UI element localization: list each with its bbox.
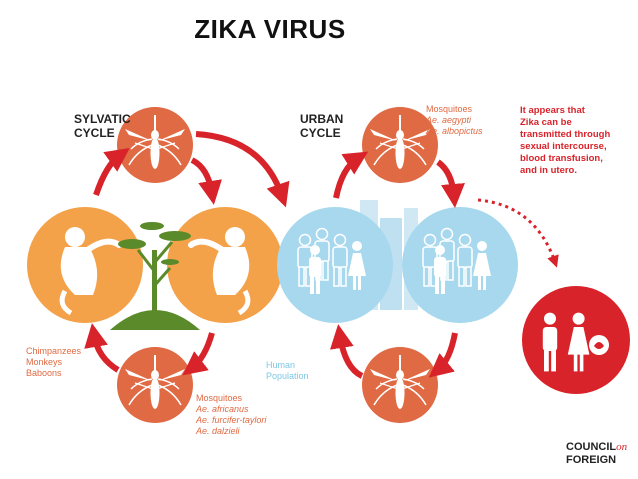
- sylvatic-species-1: Ae. africanus: [196, 404, 249, 414]
- primate-hosts-label: Chimpanzees Monkeys Baboons: [26, 346, 81, 379]
- brand-line1: COUNCIL: [566, 441, 617, 453]
- note-line: transmitted through: [520, 129, 611, 140]
- population-line2: Population: [266, 371, 309, 381]
- host-item: Chimpanzees: [26, 346, 82, 356]
- host-item: Baboons: [26, 368, 62, 378]
- urban-cycle-heading: URBAN CYCLE: [300, 112, 343, 140]
- brand-on: on: [616, 441, 628, 453]
- sylvatic-mosquito-label: Mosquitoes Ae. africanus Ae. furcifer-ta…: [196, 393, 266, 437]
- population-line1: Human: [266, 360, 296, 370]
- note-line: and in utero.: [520, 165, 577, 176]
- pregnant-woman-icon: [542, 312, 609, 372]
- host-item: Monkeys: [26, 357, 63, 367]
- urban-heading-line1: URBAN: [300, 112, 344, 126]
- sylvatic-cycle-heading: SYLVATIC CYCLE: [74, 112, 131, 140]
- sexual-transmission-note: It appears that Zika can be transmitted …: [520, 105, 610, 177]
- acacia-tree-icon: [110, 222, 200, 330]
- monkey-icon: [59, 227, 122, 316]
- brand-line2: FOREIGN: [566, 454, 617, 466]
- urban-mosquito-heading: Mosquitoes: [426, 104, 473, 114]
- note-line: Zika can be: [520, 117, 572, 128]
- note-line: blood transfusion,: [520, 153, 603, 164]
- sylvatic-heading-line2: CYCLE: [74, 126, 115, 140]
- sylvatic-mosquito-heading: Mosquitoes: [196, 393, 243, 403]
- note-line: It appears that: [520, 105, 585, 116]
- urban-species-1: Ae. aegypti: [426, 115, 472, 125]
- human-population-label: Human Population: [266, 360, 309, 382]
- monkey-icon: [188, 227, 251, 316]
- urban-species-2: Ae. albopictus: [426, 126, 483, 136]
- note-line: sexual intercourse,: [520, 141, 607, 152]
- page-title: ZIKA VIRUS: [194, 14, 346, 44]
- council-foreign-logo: COUNCILon FOREIGN: [566, 441, 627, 467]
- sylvatic-heading-line1: SYLVATIC: [74, 112, 131, 126]
- urban-heading-line2: CYCLE: [300, 126, 341, 140]
- sylvatic-species-3: Ae. dalzieli: [196, 426, 240, 436]
- sylvatic-species-2: Ae. furcifer-taylori: [196, 415, 267, 425]
- urban-mosquito-label: Mosquitoes Ae. aegypti Ae. albopictus: [426, 104, 483, 137]
